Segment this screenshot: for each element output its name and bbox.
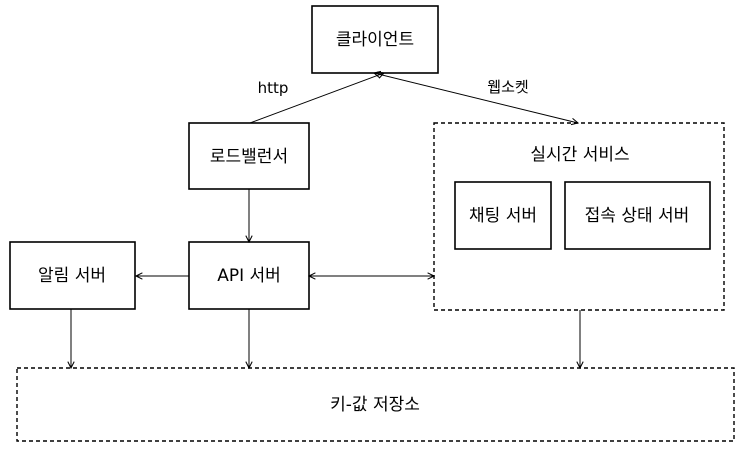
api-server-label: API 서버	[217, 266, 281, 286]
presence-server-box	[564, 181, 711, 250]
edge-loadbalancer-client	[249, 73, 384, 124]
kv-store-box	[16, 367, 735, 442]
client-label: 클라이언트	[336, 30, 414, 50]
chat-server-label: 채팅 서버	[469, 206, 537, 226]
chat-server-box	[454, 181, 552, 250]
http-label: http	[258, 79, 289, 97]
notification-server-label: 알림 서버	[38, 266, 106, 286]
load-balancer-box	[188, 122, 310, 190]
notification-server-box	[9, 241, 136, 310]
api-server-box	[188, 241, 310, 310]
kv-store-label: 키-값 저장소	[330, 395, 420, 415]
edge-client-realtime	[374, 73, 578, 123]
websocket-label: 웹소켓	[487, 78, 528, 96]
presence-server-label: 접속 상태 서버	[585, 206, 690, 226]
load-balancer-label: 로드밸런서	[210, 147, 288, 167]
realtime-service-label: 실시간 서비스	[530, 145, 629, 165]
